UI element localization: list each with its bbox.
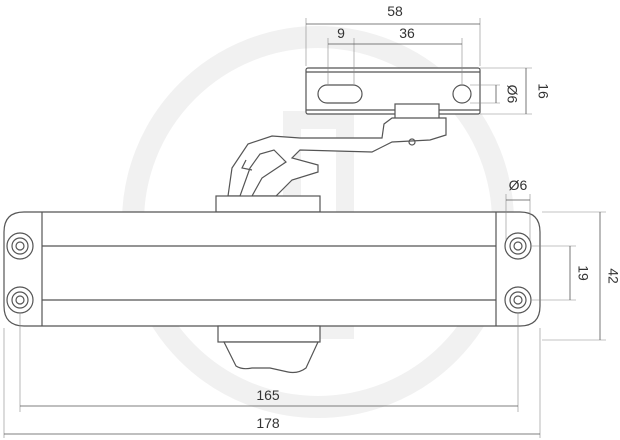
dimension-hole-centers: 165: [19, 314, 519, 412]
dimension-bracket-height: 16: [480, 67, 551, 115]
dimension-bracket-offset: 9: [327, 25, 355, 84]
dim-label-16: 16: [535, 83, 551, 99]
dim-label-body-diameter: Ø6: [509, 177, 528, 193]
dimension-body-length: 178: [3, 328, 541, 438]
dimension-bracket-width: 58: [305, 3, 481, 66]
dimension-body-hole-spacing: 19: [532, 245, 591, 301]
dimension-body-height: 42: [542, 211, 620, 341]
dim-label-178: 178: [256, 415, 280, 431]
closer-arm: [227, 117, 447, 197]
dim-label-9: 9: [337, 25, 345, 41]
left-mounting-holes: [6, 232, 34, 314]
dim-label-42: 42: [605, 268, 620, 284]
closer-body: [3, 195, 541, 374]
dimension-bracket-hole-diameter: Ø6: [470, 85, 520, 104]
dim-label-58: 58: [387, 3, 403, 19]
dim-label-36: 36: [399, 25, 415, 41]
dimension-body-hole-diameter: Ø6: [505, 177, 531, 240]
dim-label-19: 19: [575, 265, 591, 281]
right-mounting-holes: [504, 232, 532, 314]
dimension-bracket-hole-spacing: 36: [354, 25, 463, 84]
dim-label-bracket-diameter: Ø6: [504, 85, 520, 104]
dim-label-165: 165: [256, 387, 280, 403]
